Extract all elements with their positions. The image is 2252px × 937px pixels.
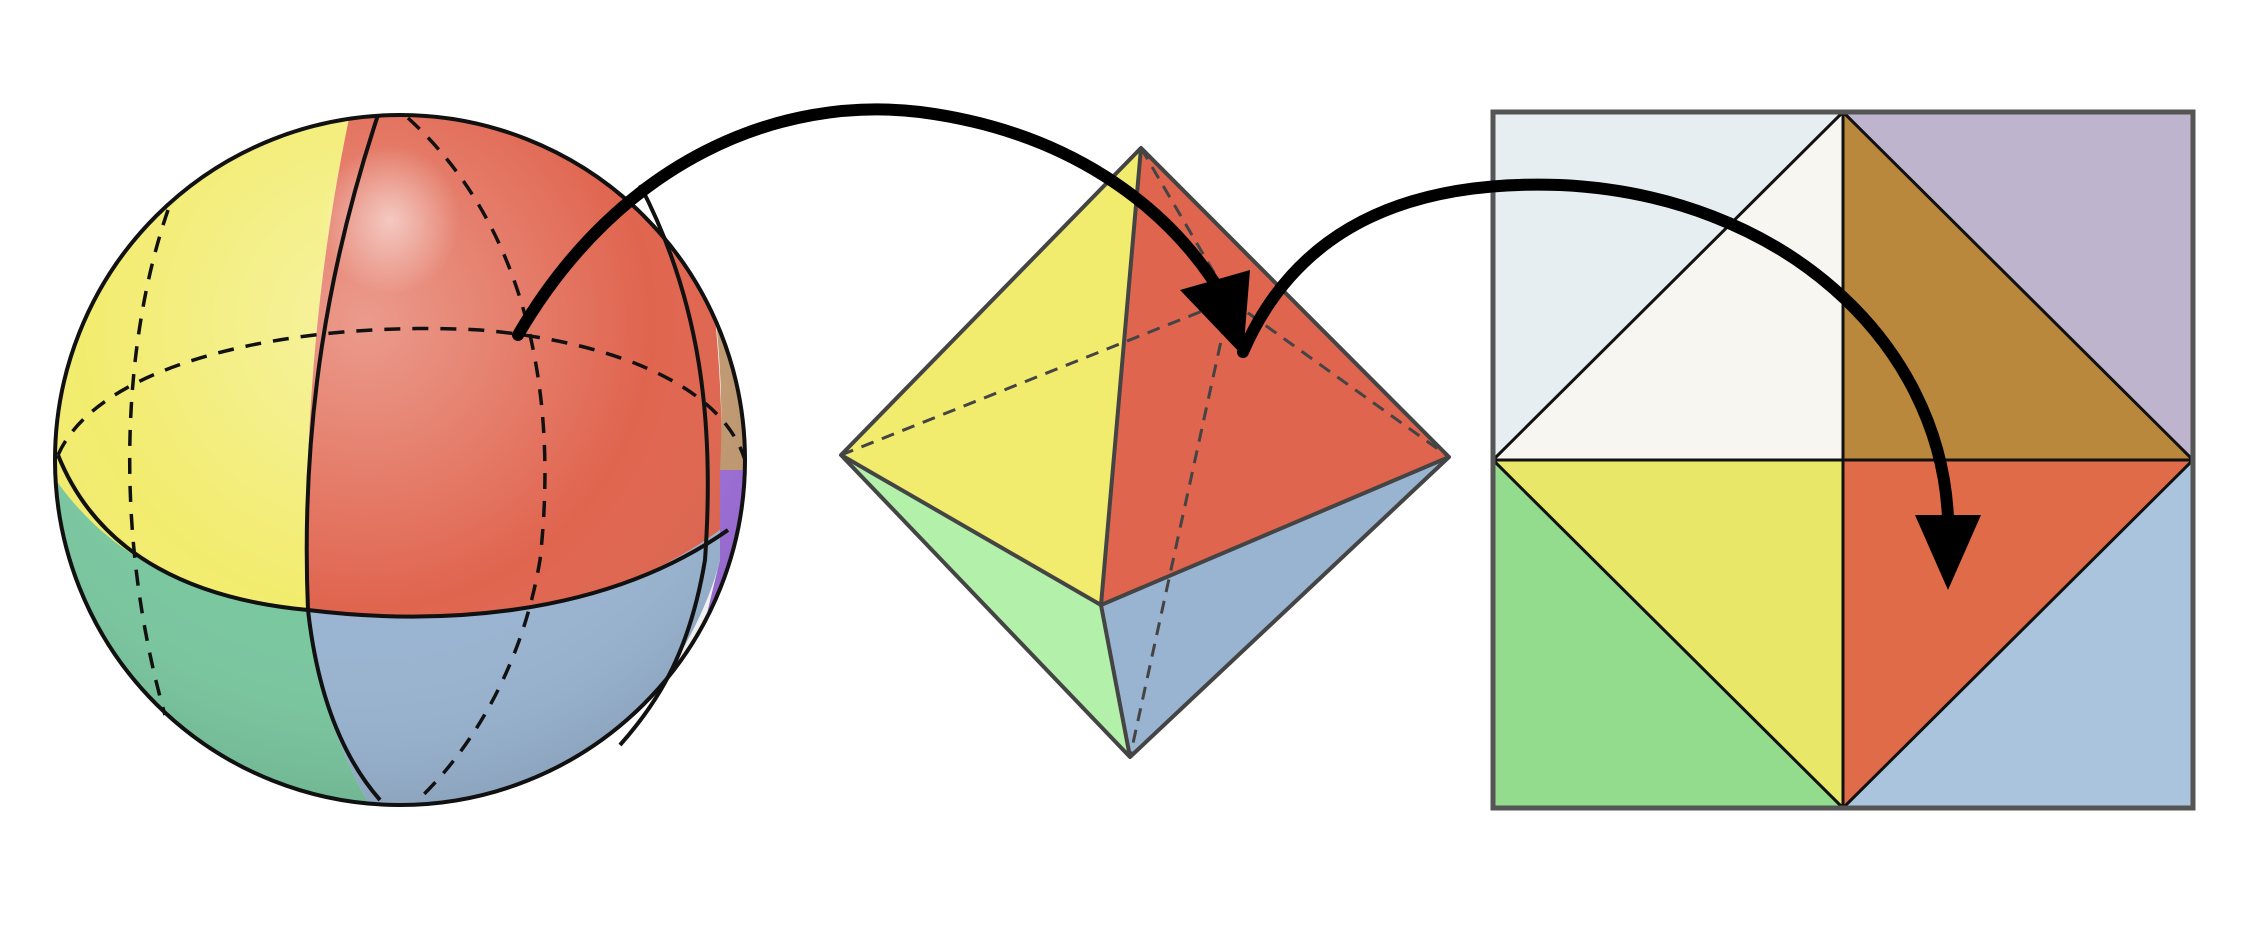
octa-hidden-edges	[840, 147, 1450, 758]
octa-face-red	[1101, 148, 1449, 605]
sphere-seams	[56, 114, 730, 802]
octa-edges	[839, 146, 1451, 759]
arrow-octahedron-to-square	[1237, 178, 1981, 590]
arrow-sphere-to-octahedron	[512, 103, 1250, 356]
sphere-outline	[53, 113, 747, 807]
sphere-octant-icon	[53, 113, 747, 807]
octahedron-icon	[839, 146, 1451, 759]
arrow-head	[1915, 515, 1981, 590]
square-unfolding-icon	[1490, 109, 2196, 811]
octa-face-yellow	[841, 148, 1141, 605]
square-outline	[1490, 109, 2196, 811]
sphere-hidden-lines	[56, 116, 747, 800]
octa-face-blue	[1101, 457, 1449, 757]
arrow-head	[1180, 270, 1250, 356]
